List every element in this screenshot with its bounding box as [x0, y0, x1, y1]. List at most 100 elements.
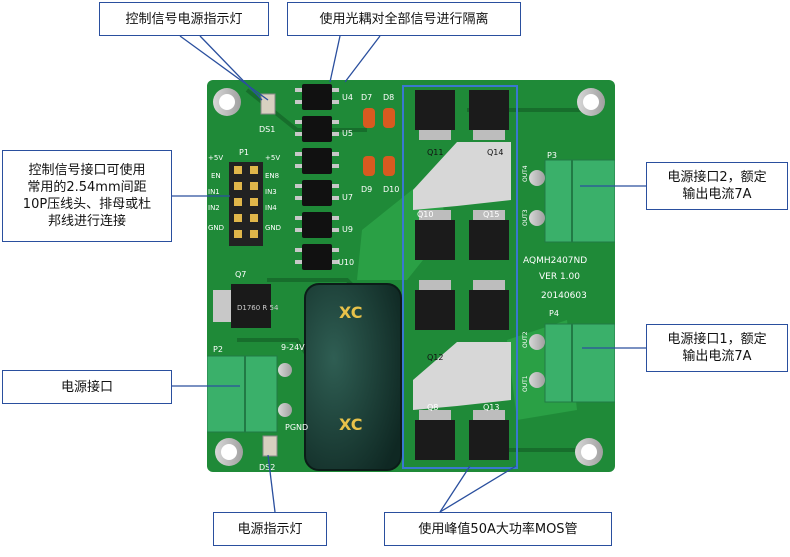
board-model: AQMH2407ND	[523, 256, 587, 266]
mounting-hole	[215, 438, 243, 466]
callout-text: 电源指示灯	[237, 521, 303, 537]
label-u5: U5	[342, 129, 353, 138]
callout-power-interface-1: 电源接口1，额定 输出电流7A	[646, 324, 788, 372]
pin-label: IN2	[208, 204, 220, 212]
mosfet-q16	[469, 290, 509, 330]
pin-label: GND	[265, 224, 281, 232]
diode-group	[363, 108, 395, 176]
label-q14: Q14	[487, 148, 503, 157]
optocoupler-u8	[302, 212, 332, 238]
label-pgnd: PGND	[285, 423, 308, 432]
transistor-q7	[213, 284, 271, 328]
label-q12: Q12	[427, 353, 443, 362]
board-version: VER 1.00	[539, 272, 580, 282]
label-d8: D8	[383, 93, 394, 102]
label-d10: D10	[383, 185, 399, 194]
label-d9: D9	[361, 185, 372, 194]
mosfet-q14	[469, 90, 509, 130]
callout-text: 控制信号电源指示灯	[125, 11, 243, 27]
mosfet-q13	[469, 420, 509, 460]
label-u10: U10	[338, 258, 354, 267]
callout-mosfet: 使用峰值50A大功率MOS管	[384, 512, 612, 546]
label-ds2: DS2	[259, 463, 275, 472]
label-p3: P3	[547, 151, 557, 160]
label-u7: U7	[342, 193, 353, 202]
header-p1	[229, 162, 263, 246]
pin-label: GND	[208, 224, 224, 232]
label-d7: D7	[361, 93, 372, 102]
leader-mosfet	[439, 465, 471, 513]
callout-power-interface: 电源接口	[2, 370, 172, 404]
diode-d10	[383, 156, 395, 176]
callout-text: 使用峰值50A大功率MOS管	[418, 521, 578, 537]
label-q7: Q7	[235, 270, 246, 279]
label-p2: P2	[213, 345, 223, 354]
optocoupler-u7	[302, 180, 332, 206]
optocoupler-u6	[302, 148, 332, 174]
pcb-board-graphic: DS1 U4 U5 U7 U9 U10 D7 D8 D9 D10	[206, 80, 616, 472]
callout-control-power-led: 控制信号电源指示灯	[99, 2, 269, 36]
label-out1: OUT1	[522, 375, 529, 392]
mosfet-q11	[415, 90, 455, 130]
diode-d7	[363, 108, 375, 128]
led-ds1	[260, 93, 276, 115]
label-out4: OUT4	[522, 165, 529, 182]
leader-optocoupler	[329, 35, 341, 83]
pin-label: IN4	[265, 204, 277, 212]
mosfet-array	[413, 90, 511, 460]
mosfet-q15	[469, 220, 509, 260]
label-q13: Q13	[483, 403, 499, 412]
terminal-p2	[206, 355, 292, 433]
mounting-hole	[213, 88, 241, 116]
mosfet-q12	[415, 290, 455, 330]
callout-text-line: 10P压线头、排母或杜	[22, 197, 152, 212]
callout-power-led: 电源指示灯	[213, 512, 327, 546]
label-q8: Q8	[427, 403, 438, 412]
diode-d9	[363, 156, 375, 176]
q7-part-text: D1760 R 54	[237, 304, 279, 312]
optocoupler-array	[295, 84, 339, 270]
callout-text-line: 控制信号接口可使用	[28, 163, 146, 178]
leader-mosfet	[439, 465, 517, 513]
callout-text-line: 电源接口1，额定	[667, 332, 767, 347]
leader-optocoupler	[344, 35, 381, 83]
mounting-hole	[575, 438, 603, 466]
label-u4: U4	[342, 93, 353, 102]
label-ds1: DS1	[259, 125, 275, 134]
callout-power-interface-2: 电源接口2，额定 输出电流7A	[646, 162, 788, 210]
callout-text-line: 常用的2.54mm间距	[27, 180, 147, 195]
label-q10: Q10	[417, 210, 433, 219]
mounting-hole	[577, 88, 605, 116]
callout-optocoupler: 使用光耦对全部信号进行隔离	[287, 2, 521, 36]
mosfet-q8	[415, 420, 455, 460]
callout-text-line: 输出电流7A	[682, 349, 752, 364]
label-q15: Q15	[483, 210, 499, 219]
cap-brand: XC	[339, 415, 363, 434]
label-q11: Q11	[427, 148, 443, 157]
board-date: 20140603	[541, 291, 587, 301]
label-out3: OUT3	[522, 209, 529, 226]
terminal-p4	[529, 323, 616, 403]
label-vin: 9-24V	[281, 343, 305, 352]
mosfet-q10	[415, 220, 455, 260]
optocoupler-u5	[302, 116, 332, 142]
callout-control-interface: 控制信号接口可使用 常用的2.54mm间距 10P压线头、排母或杜 邦线进行连接	[2, 150, 172, 242]
pin-label: EN	[211, 172, 221, 180]
cap-brand: XC	[339, 303, 363, 322]
callout-text-line: 电源接口2，额定	[667, 170, 767, 185]
callout-text-line: 邦线进行连接	[47, 214, 126, 229]
pin-label: IN3	[265, 188, 277, 196]
label-u9: U9	[342, 225, 353, 234]
terminal-p3	[529, 159, 616, 243]
label-p1: P1	[239, 148, 249, 157]
diode-d8	[383, 108, 395, 128]
callout-text: 使用光耦对全部信号进行隔离	[319, 11, 489, 27]
optocoupler-u10	[302, 244, 332, 270]
optocoupler-u4	[302, 84, 332, 110]
pin-label: +5V	[208, 154, 223, 162]
pin-label: IN1	[208, 188, 220, 196]
label-out2: OUT2	[522, 331, 529, 348]
callout-text: 电源接口	[60, 379, 113, 395]
pin-label: EN8	[265, 172, 279, 180]
pcb-board: DS1 U4 U5 U7 U9 U10 D7 D8 D9 D10	[206, 80, 616, 472]
